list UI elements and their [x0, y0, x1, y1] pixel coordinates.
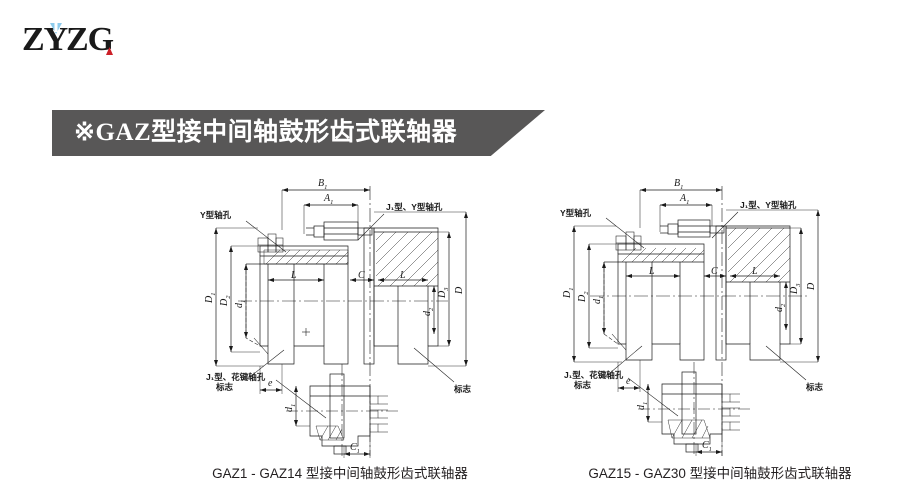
center-cross-mark	[302, 328, 310, 336]
dim-label-b1-left: B1	[318, 178, 327, 191]
figure-caption-left: GAZ1 - GAZ14 型接中间轴鼓形齿式联轴器	[212, 466, 468, 481]
dim-label-D-left: D	[454, 286, 465, 295]
svg-text:ZG: ZG	[66, 21, 114, 58]
label-y-bore-right: Y型轴孔	[560, 208, 592, 218]
spline-section-hatch	[667, 419, 711, 439]
leader-mark-left	[245, 349, 285, 381]
dim-label-D-right: D	[806, 282, 817, 291]
label-spline-bore-right: J₁型、花键轴孔	[564, 370, 624, 380]
dim-label-e-right: e	[626, 376, 631, 387]
hidden-bore-left	[603, 262, 619, 345]
dim-label-a1-right: A1	[679, 193, 689, 206]
dim-label-D3-left: D3	[437, 287, 450, 299]
logo-notch	[54, 23, 58, 32]
top-bolt-housing	[677, 219, 711, 238]
dim-label-d2-left: d2	[422, 307, 435, 316]
spline-shaft	[681, 371, 697, 435]
dim-label-C-right: C	[711, 266, 718, 277]
label-y-bore-left: Y型轴孔	[200, 210, 232, 220]
leader-j1y-bore	[357, 213, 385, 241]
right-section-hatch	[375, 231, 439, 287]
label-mark-right-b: 标志	[805, 382, 824, 392]
top-bolt-housing	[323, 221, 359, 241]
dim-label-L-right-b: L	[751, 266, 758, 277]
dim-label-b1-right: B1	[674, 178, 683, 191]
right-section-hatch	[727, 227, 791, 283]
drawing-left-svg: Y型轴孔 J₁型、Y型轴孔 标志 标志 J₁型、花键轴孔 B1 A1 D1 D2…	[200, 178, 472, 458]
logo-graphic: ZY ZG	[22, 21, 115, 58]
spline-section-hatch	[315, 425, 345, 441]
svg-text:ZY: ZY	[22, 21, 68, 58]
hidden-bore-left	[245, 264, 261, 347]
right-hub-outline	[373, 227, 439, 365]
left-flange-top	[259, 245, 349, 256]
dim-label-L-left-a: L	[290, 270, 297, 281]
dim-label-D2-right: D2	[577, 291, 590, 303]
dim-label-spline-d1-left: d1	[284, 404, 297, 412]
dim-label-d1-left: d1	[234, 300, 247, 308]
leader-y-bore	[605, 217, 645, 249]
dim-label-D1-left: D1	[204, 293, 217, 304]
spline-teeth	[369, 395, 388, 433]
gear-tooth-stack-left	[615, 231, 642, 251]
dim-label-D3-right: D3	[789, 283, 802, 295]
dim-label-C-left: C	[358, 270, 365, 281]
spline-teeth	[721, 393, 740, 431]
dim-label-c1-right: C1	[702, 440, 712, 453]
section-header-banner: ※GAZ型接中间轴鼓形齿式联轴器	[52, 110, 545, 156]
label-mark-right-a: 标志	[573, 380, 592, 390]
dim-label-e-left: e	[268, 378, 273, 389]
bolt-head	[667, 223, 679, 235]
label-mark-left-b: 标志	[453, 384, 472, 394]
banner-shape	[52, 110, 545, 156]
left-hub-outline	[259, 255, 349, 365]
logo-zy-red: ZY	[22, 21, 69, 58]
dim-label-D1-right: D1	[562, 288, 575, 299]
dim-label-D2-left: D2	[219, 295, 232, 307]
technical-drawing-gaz1-gaz14: Y型轴孔 J₁型、Y型轴孔 标志 标志 J₁型、花键轴孔 B1 A1 D1 D2…	[198, 168, 538, 468]
leader-spline-bore	[627, 377, 679, 417]
logo-zg-blue: ZG	[66, 21, 115, 58]
dim-label-L-left-b: L	[399, 270, 406, 281]
page-title: ※GAZ型接中间轴鼓形齿式联轴器	[74, 119, 458, 146]
spline-bolt	[333, 445, 347, 455]
triangle-accent-red-icon	[106, 47, 113, 55]
technical-drawing-gaz15-gaz30: Y型轴孔 J₁型、Y型轴孔 标志 标志 J₁型、花键轴孔 B1 A1 D1 D2…	[560, 168, 890, 468]
dim-label-a1-left: A1	[323, 193, 333, 206]
spline-bolt	[685, 443, 699, 453]
leader-mark-left	[603, 345, 643, 379]
leader-mark-right	[413, 347, 455, 383]
label-mark-left-a: 标志	[215, 382, 234, 392]
leader-mark-right	[765, 345, 807, 381]
leader-spline-bore	[275, 379, 327, 419]
company-logo: ZY ZG	[22, 18, 152, 60]
dim-label-d1-right: d1	[592, 296, 605, 304]
dim-label-L-right-a: L	[648, 266, 655, 277]
label-j1y-bore-right: J₁型、Y型轴孔	[740, 200, 797, 210]
leader-y-bore	[245, 220, 287, 253]
right-hub-outline	[725, 225, 791, 361]
intermediate-shaft	[363, 227, 375, 365]
dim-label-spline-d1-right: d1	[636, 402, 649, 410]
left-section-hatch	[621, 247, 705, 263]
intermediate-shaft	[715, 225, 727, 361]
leader-j1y-bore	[711, 211, 739, 239]
figure-caption-right: GAZ15 - GAZ30 型接中间轴鼓形齿式联轴器	[588, 466, 852, 481]
bolt-head	[313, 225, 325, 238]
label-spline-bore-left: J₁型、花键轴孔	[206, 372, 266, 382]
drawing-right-svg: Y型轴孔 J₁型、Y型轴孔 标志 标志 J₁型、花键轴孔 B1 A1 D1 D2…	[560, 178, 824, 456]
label-j1y-bore-left: J₁型、Y型轴孔	[386, 202, 443, 212]
left-hub-outline	[617, 253, 705, 361]
left-flange-top	[617, 243, 705, 254]
spline-hub-outline	[661, 383, 723, 445]
dim-label-d2-right: d2	[774, 303, 787, 312]
dim-label-c1-left: C1	[350, 442, 360, 455]
gear-tooth-stack-left	[257, 233, 284, 253]
